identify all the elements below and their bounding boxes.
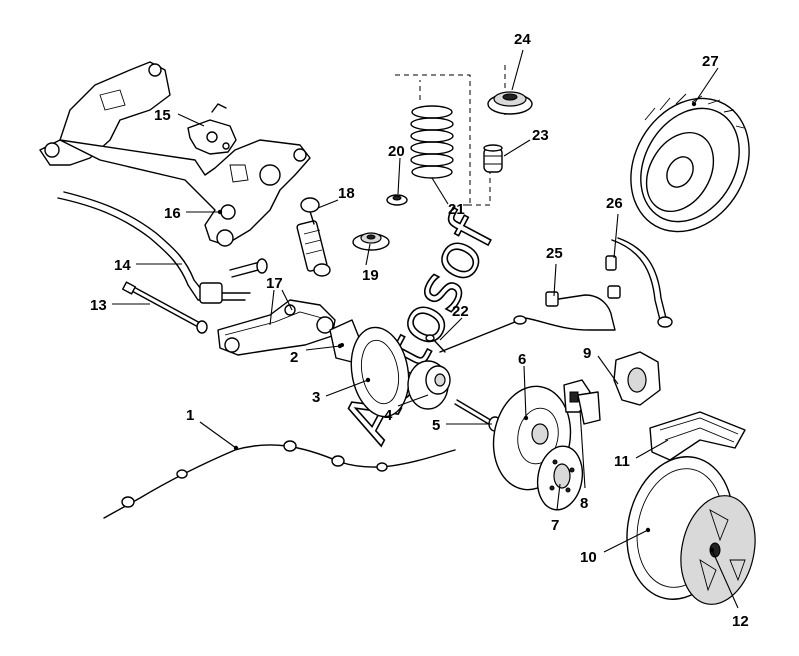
callout-11: 11	[614, 453, 630, 470]
callout-27: 27	[702, 53, 719, 70]
callout-20: 20	[388, 143, 405, 160]
callout-18: 18	[338, 185, 355, 202]
callout-15: 15	[154, 107, 171, 124]
shock-absorber	[296, 197, 331, 277]
callout-14: 14	[114, 257, 131, 274]
upper-spring-seat	[487, 91, 533, 115]
brake-hose-flexible	[605, 237, 673, 328]
brake-caliper	[563, 379, 601, 425]
hub-bolt	[454, 399, 502, 432]
callout-22: 22	[452, 303, 469, 320]
bump-stop	[483, 144, 503, 173]
callout-labels: 1 2 3 4 5 6 7 8 9 10 11 12 13 14 15 16 1…	[90, 31, 749, 630]
callout-26: 26	[606, 195, 623, 212]
wheel-hub	[407, 360, 451, 410]
mounting-bolt-long	[122, 281, 208, 334]
coil-spring	[410, 105, 454, 179]
callout-8: 8	[580, 495, 588, 512]
callout-5: 5	[432, 417, 440, 434]
callout-3: 3	[312, 389, 320, 406]
callout-16: 16	[164, 205, 181, 222]
callout-12: 12	[732, 613, 749, 630]
callout-24: 24	[514, 31, 531, 48]
callout-10: 10	[580, 549, 597, 566]
caliper-carrier	[613, 351, 661, 406]
handbrake-cable	[103, 440, 456, 519]
callout-6: 6	[518, 351, 526, 368]
brake-compensator-bracket	[187, 103, 237, 155]
callout-2: 2	[290, 349, 298, 366]
callout-21: 21	[448, 201, 465, 218]
assembly-guide-lines	[395, 65, 506, 206]
callout-1: 1	[186, 407, 194, 424]
callout-9: 9	[583, 345, 591, 362]
hub-flange	[536, 445, 584, 511]
callout-17: 17	[266, 275, 283, 292]
anti-roll-bar	[57, 191, 268, 304]
leader-lines	[112, 49, 739, 609]
brake-pipe-rigid	[439, 285, 621, 353]
tyre	[630, 93, 750, 233]
wheel-rim	[680, 495, 756, 605]
callout-19: 19	[362, 267, 379, 284]
rear-subframe	[39, 61, 311, 247]
callout-25: 25	[546, 245, 563, 262]
trailing-arm	[217, 299, 336, 356]
callout-4: 4	[384, 407, 393, 424]
callout-23: 23	[532, 127, 549, 144]
spring-seat-lower	[386, 194, 408, 206]
callout-7: 7	[551, 517, 559, 534]
spring-pad	[352, 232, 390, 251]
bleed-screw	[425, 334, 446, 353]
wheel-arch-liner	[649, 411, 746, 461]
callout-13: 13	[90, 297, 107, 314]
